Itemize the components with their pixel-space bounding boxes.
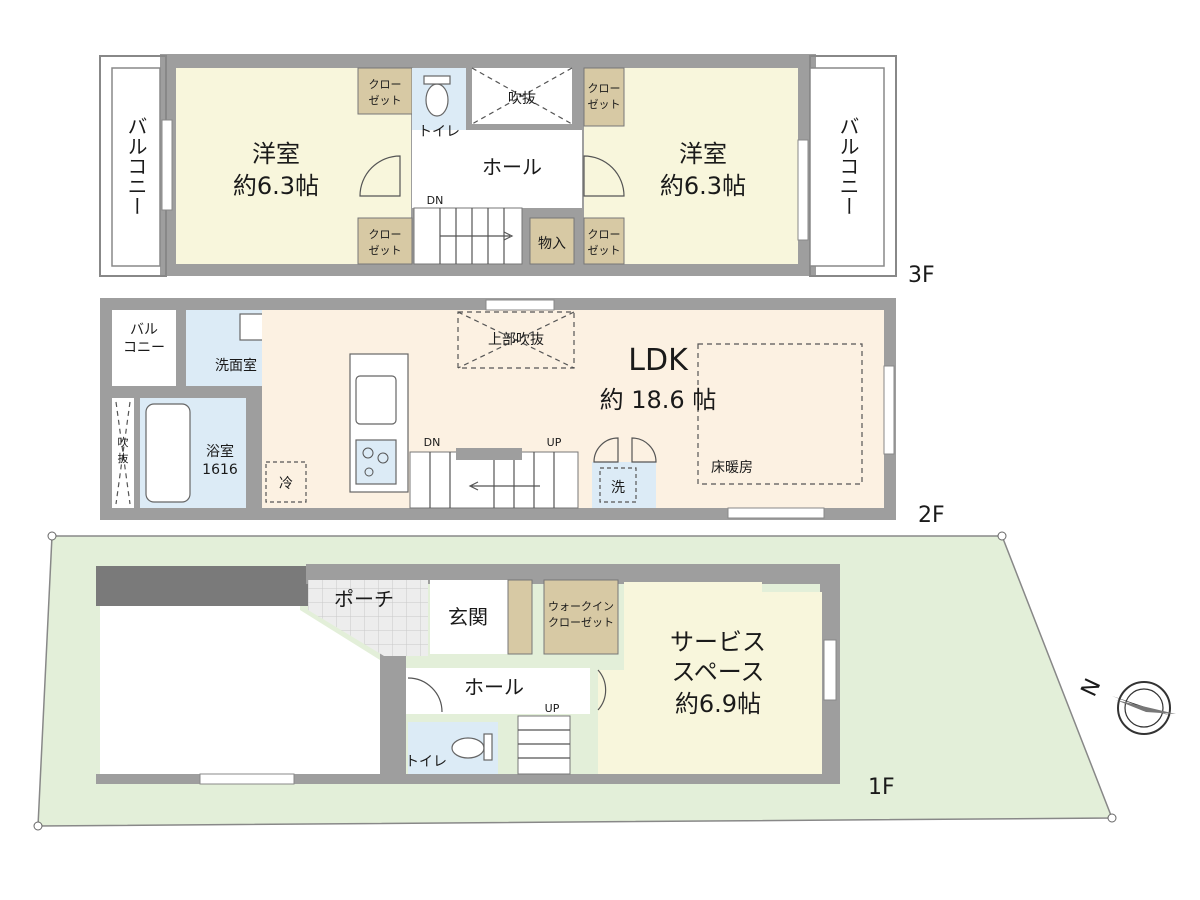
f2-void-side-label-1: 吹 bbox=[118, 436, 129, 449]
f2-fridge-label: 冷 bbox=[279, 476, 293, 492]
stove-icon bbox=[355, 439, 397, 485]
f3-storage-label: 物入 bbox=[538, 236, 566, 252]
kitchen-sink-icon bbox=[355, 375, 397, 425]
f3-storage bbox=[529, 217, 575, 265]
f3-toilet-label: トイレ bbox=[418, 124, 460, 140]
f3-floor-label: 3F bbox=[908, 263, 935, 288]
f1-hall bbox=[406, 668, 590, 714]
f2-stair-dn: DN bbox=[424, 436, 441, 449]
f2-void-side-label-2: 抜 bbox=[118, 451, 129, 465]
f1-open-area bbox=[100, 606, 380, 776]
floor-3f: 洋室 約6.3帖 洋室 約6.3帖 ホール 吹抜 トイレ 物入 DN クロー ゼ… bbox=[99, 54, 935, 288]
floor-1f: ポーチ 玄関 ウォークイン クローゼット サービス スペース 約6.9帖 ホール… bbox=[33, 531, 1117, 831]
f2-void-side bbox=[112, 398, 134, 508]
f2-balcony-label-1: バル bbox=[130, 322, 158, 338]
f2-balcony bbox=[112, 310, 176, 386]
f2-upper-void-label: 上部吹抜 bbox=[488, 332, 544, 348]
f3-stair-dn: DN bbox=[427, 194, 444, 207]
f2-window-bottom bbox=[727, 507, 825, 519]
compass: N bbox=[1077, 675, 1176, 735]
f2-window-right bbox=[883, 365, 895, 455]
f1-walkin-label-1: ウォークイン bbox=[548, 600, 614, 613]
f3-closet-lb-label-1: クロー bbox=[369, 228, 402, 241]
f3-closet-left-bottom bbox=[357, 217, 413, 265]
f3-closet-left-top bbox=[357, 67, 413, 115]
f2-balcony-label-2: コニー bbox=[123, 340, 165, 356]
f2-bath-size: 1616 bbox=[202, 462, 238, 478]
f2-ldk-label: LDK bbox=[628, 343, 689, 378]
f3-window-right bbox=[797, 139, 809, 241]
f1-walkin-label-2: クローゼット bbox=[548, 616, 614, 629]
floor-2f: バル コニー 洗面室 浴室 1616 吹 抜 冷 LDK 約 18.6 帖 上部… bbox=[100, 298, 945, 528]
f3-balcony-right-label: バルコニー bbox=[836, 116, 860, 216]
f3-closet-rt-label-1: クロー bbox=[588, 82, 621, 95]
door-arc-icon bbox=[359, 155, 401, 197]
f2-bath-label: 浴室 bbox=[206, 443, 234, 460]
f1-shoe-storage bbox=[507, 579, 533, 655]
f1-entrance-label: 玄関 bbox=[448, 605, 488, 629]
f3-closet-right-bottom bbox=[583, 217, 625, 265]
f2-fridge-space bbox=[265, 461, 307, 503]
f1-toilet-label: トイレ bbox=[405, 754, 447, 770]
f1-porch bbox=[308, 580, 428, 656]
f2-floor-heating bbox=[697, 343, 863, 485]
f2-floor-label: 2F bbox=[918, 503, 945, 528]
f3-closet-rb-label-2: ゼット bbox=[588, 244, 621, 257]
door-arc-icon bbox=[407, 677, 443, 713]
f1-service-size: 約6.9帖 bbox=[675, 690, 761, 718]
f2-washer-label: 洗 bbox=[611, 480, 625, 496]
f3-hall bbox=[412, 130, 582, 208]
f3-window-left bbox=[161, 119, 173, 211]
f1-window-bottom bbox=[199, 773, 295, 785]
f1-wall-top-left bbox=[96, 566, 308, 606]
f3-balcony-left-label: バルコニー bbox=[124, 116, 148, 216]
door-arc-icon bbox=[593, 437, 657, 463]
f1-service-space bbox=[598, 582, 822, 774]
f3-room-left-size: 約6.3帖 bbox=[233, 172, 319, 200]
f2-window-top bbox=[485, 299, 555, 311]
f3-closet-rt-label-2: ゼット bbox=[588, 98, 621, 111]
f3-room-left-name: 洋室 bbox=[252, 140, 300, 168]
f3-closet-right-top bbox=[583, 67, 625, 127]
f1-service-label-1: サービス bbox=[670, 628, 766, 656]
f2-ldk-size: 約 18.6 帖 bbox=[600, 386, 717, 414]
f2-washroom-label: 洗面室 bbox=[215, 357, 257, 374]
f1-service-label-2: スペース bbox=[671, 658, 764, 686]
f3-room-right-name: 洋室 bbox=[679, 140, 727, 168]
f3-closet-lb-label-2: ゼット bbox=[369, 244, 402, 257]
f3-closet-lt-label-2: ゼット bbox=[369, 94, 402, 107]
door-arc-icon bbox=[597, 669, 607, 711]
f3-hall-label: ホール bbox=[482, 155, 542, 179]
f1-porch-label: ポーチ bbox=[334, 587, 394, 611]
f1-walkin-closet bbox=[543, 579, 619, 655]
door-arc-icon bbox=[583, 155, 625, 197]
f1-hall-label: ホール bbox=[464, 675, 524, 699]
f1-floor-label: 1F bbox=[868, 775, 895, 800]
f1-entrance bbox=[430, 580, 508, 654]
f1-window-right bbox=[823, 639, 837, 701]
bathtub-icon bbox=[145, 403, 191, 503]
f2-stair-up: UP bbox=[547, 436, 562, 449]
f1-stairs bbox=[517, 715, 571, 775]
f1-stair-up: UP bbox=[545, 702, 560, 715]
f3-closet-lt-label-1: クロー bbox=[369, 78, 402, 91]
f3-room-right-size: 約6.3帖 bbox=[660, 172, 746, 200]
toilet-icon bbox=[451, 737, 485, 759]
f2-floor-heating-label: 床暖房 bbox=[711, 460, 753, 476]
f3-closet-rb-label-1: クロー bbox=[588, 228, 621, 241]
f3-void-label: 吹抜 bbox=[508, 91, 536, 107]
toilet-icon bbox=[425, 83, 449, 117]
f2-upper-void bbox=[457, 311, 575, 369]
compass-label: N bbox=[1077, 675, 1107, 700]
